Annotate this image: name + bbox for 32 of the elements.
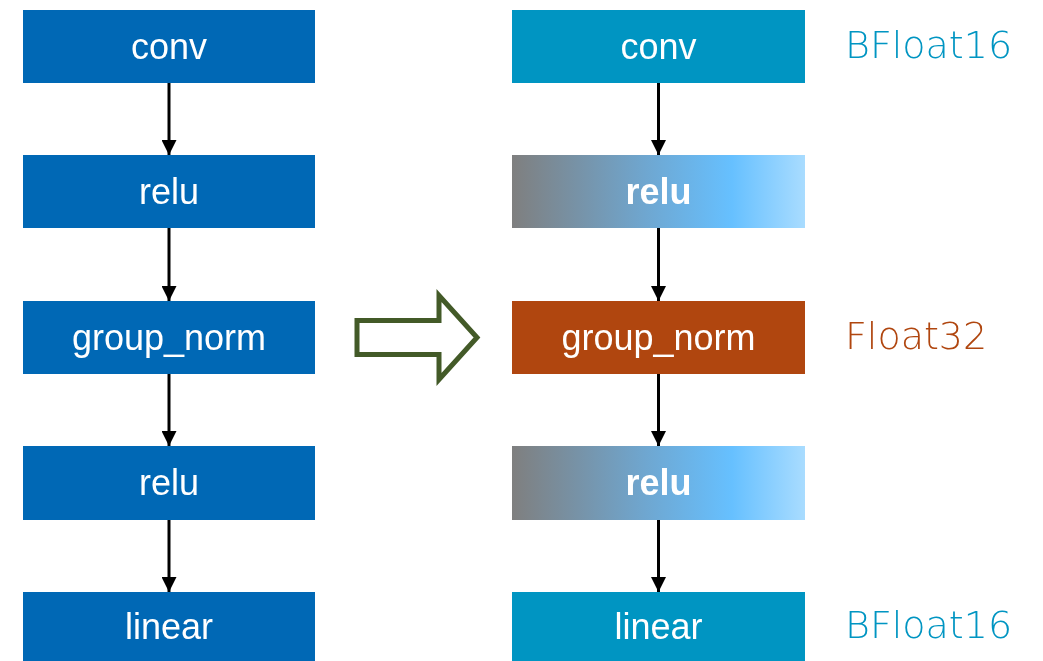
process-box xyxy=(23,446,315,520)
block-arrow xyxy=(354,289,481,386)
arrow xyxy=(651,520,666,592)
precision-label: BFloat16 xyxy=(845,602,1013,647)
process-box xyxy=(512,446,805,520)
node-label: relu xyxy=(625,462,692,504)
process-box xyxy=(23,592,315,661)
process-box xyxy=(512,155,805,228)
node-label: conv xyxy=(620,25,697,68)
arrow xyxy=(651,228,666,301)
node-label: relu xyxy=(625,170,692,213)
process-box xyxy=(512,10,805,83)
precision-label: Float32 xyxy=(845,313,988,358)
arrow xyxy=(161,374,177,446)
node-label: linear xyxy=(124,605,214,648)
arrow xyxy=(161,228,177,301)
precision-label: BFloat16 xyxy=(845,22,1013,67)
arrow xyxy=(651,83,666,155)
node-label: group_norm xyxy=(561,316,756,359)
process-box xyxy=(512,301,805,374)
node-label: group_norm xyxy=(71,316,267,359)
node-label: relu xyxy=(139,170,199,213)
process-box xyxy=(23,10,315,83)
process-box xyxy=(23,155,315,228)
node-label: conv xyxy=(130,25,207,68)
node-label: linear xyxy=(614,605,703,648)
arrow xyxy=(651,374,666,446)
arrow xyxy=(161,520,177,592)
process-box xyxy=(512,592,805,661)
process-box xyxy=(23,301,315,374)
arrow xyxy=(161,83,177,155)
node-label: relu xyxy=(139,462,199,504)
